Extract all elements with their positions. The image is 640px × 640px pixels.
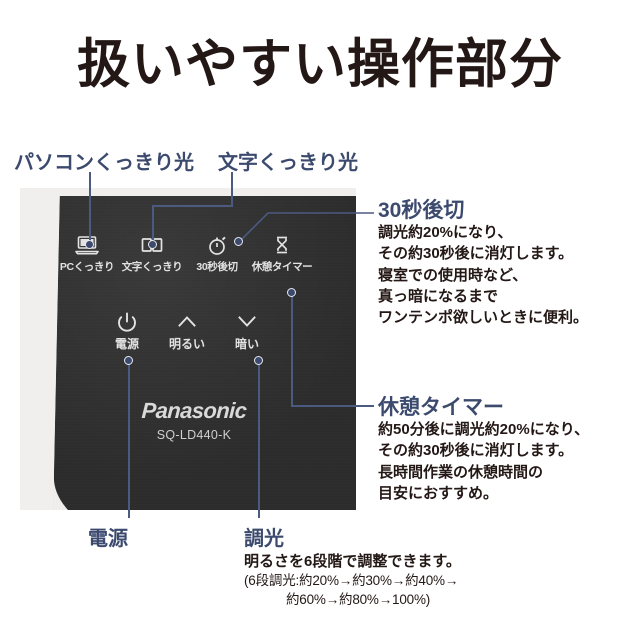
- dimming-note-line-2: 約60%→約80%→100%): [244, 591, 461, 610]
- description-line: 約50分後に調光約20%になり、: [378, 421, 590, 438]
- callout-30sec-off: 30秒後切: [378, 199, 465, 222]
- leader-line-moji-v2: [152, 205, 154, 244]
- button-label: 休憩タイマー: [251, 261, 313, 273]
- page-title: 扱いやすい操作部分: [77, 35, 563, 94]
- dimming-note-text: 約60%→約80%→100%): [286, 592, 431, 608]
- leader-line-moji-v1: [231, 172, 233, 205]
- button-label: 電源: [114, 337, 139, 351]
- leader-line-rest-h: [291, 405, 374, 407]
- description-line: その約30秒後に消灯します。: [378, 442, 574, 460]
- description-dimming: 明るさを6段階で調整できます。 (6段調光:約20%→約30%→約40%→ 約6…: [244, 551, 461, 610]
- leader-dot-power: [124, 356, 133, 365]
- chevron-up-icon: [152, 310, 222, 334]
- button-label: 暗い: [234, 337, 259, 351]
- leader-line-moji-h: [152, 205, 233, 207]
- power-icon: [92, 310, 162, 334]
- leader-line-power: [128, 364, 130, 518]
- dimming-main-line: 明るさを6段階で調整できます。: [244, 553, 461, 570]
- model-number: SQ-LD440-K: [156, 428, 232, 442]
- button-brighter[interactable]: 明るい: [152, 310, 222, 352]
- leader-line-rest-v: [291, 296, 293, 406]
- callout-dimming: 調光: [244, 528, 284, 550]
- leader-line-pc: [89, 172, 91, 244]
- leader-dot-30sec: [234, 237, 243, 246]
- button-label: 文字くっきり: [121, 261, 183, 273]
- button-dimmer[interactable]: 暗い: [212, 310, 282, 352]
- callout-rest-timer: 休憩タイマー: [378, 396, 504, 419]
- chevron-down-icon: [212, 310, 282, 334]
- leader-dot-pc: [85, 240, 94, 249]
- button-label: 30秒後切: [196, 261, 238, 273]
- control-panel-photo: [20, 188, 356, 510]
- button-rest-timer[interactable]: 休憩タイマー: [247, 232, 317, 274]
- callout-power: 電源: [88, 528, 128, 550]
- leader-line-dimming: [258, 364, 260, 518]
- description-line: 真っ暗になるまで: [378, 287, 499, 305]
- dimming-note-line-1: (6段調光:約20%→約30%→約40%→: [244, 573, 459, 589]
- stopwatch-icon: [182, 232, 252, 258]
- description-line: その約30秒後に消灯します。: [378, 245, 574, 263]
- button-label: 明るい: [168, 337, 205, 351]
- description-line: 長時間作業の休憩時間の: [378, 463, 544, 481]
- description-line: 寝室での使用時など、: [378, 266, 528, 284]
- description-30sec-off: 調光約20%になり、 その約30秒後に消灯します。 寝室での使用時など、 真っ暗…: [378, 222, 588, 328]
- description-rest-timer: 約50分後に調光約20%になり、 その約30秒後に消灯します。 長時間作業の休憩…: [378, 419, 589, 504]
- description-line: 目安におすすめ。: [378, 484, 499, 502]
- hourglass-icon: [247, 232, 317, 258]
- description-line: 調光約20%になり、: [378, 224, 513, 241]
- description-line: ワンテンポ欲しいときに便利。: [378, 309, 589, 327]
- leader-dot-rest: [287, 288, 296, 297]
- callout-text-light: 文字くっきり光: [218, 152, 358, 174]
- leader-dot-dimming: [254, 356, 263, 365]
- button-power[interactable]: 電源: [92, 310, 162, 352]
- button-30sec-off[interactable]: 30秒後切: [182, 232, 252, 274]
- button-label: PCくっきり: [59, 261, 115, 273]
- callout-pc-light: パソコンくっきり光: [14, 152, 194, 174]
- leader-dot-moji: [148, 240, 157, 249]
